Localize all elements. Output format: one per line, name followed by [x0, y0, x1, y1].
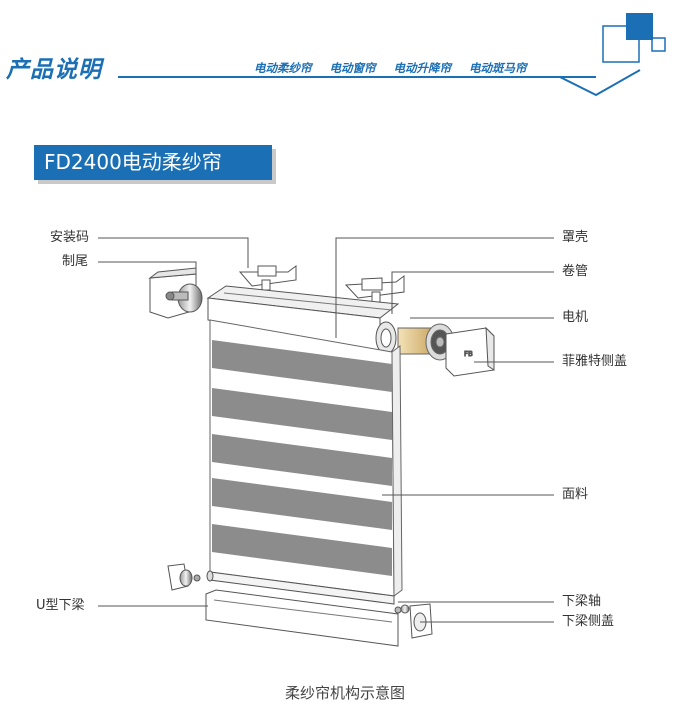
brake-tail: [148, 267, 203, 319]
header-square-small: [651, 37, 666, 52]
label-fabric: 面料: [562, 487, 589, 502]
product-title-banner: FD2400电动柔纱帘: [34, 145, 272, 180]
fabric-panel: [209, 319, 403, 597]
label-bottom-side-cover: 下梁侧盖: [562, 614, 615, 629]
label-brake-tail: 制尾: [62, 254, 89, 269]
label-u-bottom-rail: U型下梁: [36, 598, 85, 613]
side-cover: FB: [445, 326, 495, 377]
header-notch-line: [559, 69, 641, 97]
label-roller-tube: 卷管: [562, 264, 589, 279]
page-header-title: 产品说明: [6, 57, 102, 83]
label-mount-bracket: 安装码: [50, 230, 90, 245]
header-square-outline: [602, 25, 640, 63]
label-cover-shell: 罩壳: [562, 230, 589, 245]
header-tag-list: 电动柔纱帘 电动窗帘 电动升降帘 电动斑马帘: [254, 60, 535, 76]
leader-cover-shell: [335, 237, 554, 338]
leader-mount-bracket: [98, 237, 249, 268]
header-divider: [118, 76, 596, 78]
leader-roller-tube: [391, 271, 554, 314]
bottom-rail-axis: [206, 570, 395, 605]
label-bottom-rail-axis: 下梁轴: [562, 594, 602, 609]
mount-bracket-right: [344, 275, 405, 303]
leader-lines: [98, 237, 554, 623]
cover-shell: [206, 285, 400, 353]
header-decoration: [559, 13, 666, 97]
header-square-filled: [626, 13, 653, 40]
u-bottom-rail: [205, 589, 399, 647]
diagram-caption: 柔纱帘机构示意图: [284, 684, 405, 702]
header-tag: 电动升降帘: [393, 61, 452, 75]
bottom-side-cover: [394, 603, 433, 639]
motor: [397, 323, 455, 361]
label-motor: 电机: [562, 310, 589, 325]
leader-brake-tail: [98, 261, 197, 284]
bottom-end-cap-left: [167, 563, 201, 591]
mount-bracket-left: [238, 265, 297, 291]
fabric-stripes: [212, 340, 392, 576]
header-tag: 电动柔纱帘: [254, 61, 312, 75]
svg-text:FB: FB: [464, 350, 473, 358]
roller-tube-end: [375, 321, 397, 355]
header-tag: 电动斑马帘: [469, 61, 527, 75]
label-side-cover: 菲雅特侧盖: [562, 354, 628, 369]
header-tag: 电动窗帘: [329, 61, 376, 75]
